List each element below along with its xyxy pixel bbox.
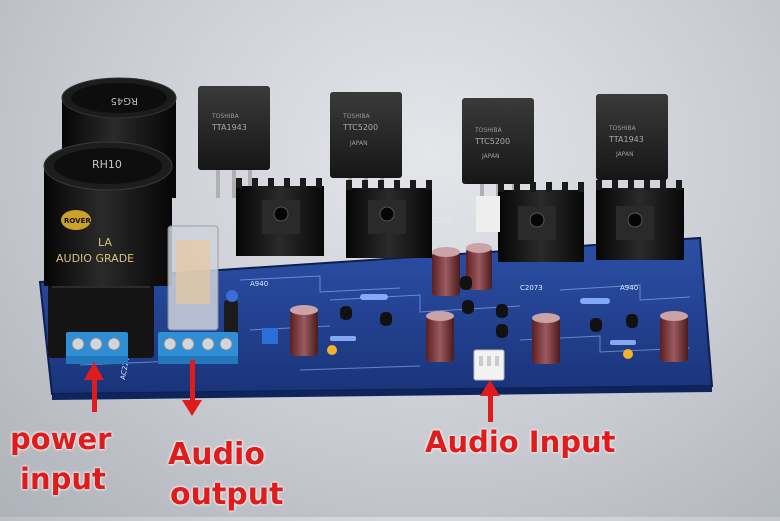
heatsink-2	[346, 180, 432, 258]
transistor-3-part: TTC5200	[474, 137, 510, 146]
power-input-terminal	[66, 332, 128, 364]
silkscreen-c2073: C2073	[520, 284, 543, 292]
small-components	[226, 276, 638, 359]
cap-brand-rover: ROVER	[64, 217, 91, 225]
transistor-1-part: TTA1943	[211, 123, 247, 132]
transistor-3-origin: JAPAN	[481, 153, 500, 160]
transistor-4-origin: JAPAN	[615, 151, 634, 158]
audio-input-label: Audio Input	[425, 425, 616, 459]
cap-marking-rg45: RG45	[111, 95, 138, 106]
brand-logo-badge	[61, 210, 91, 230]
silkscreen-c5200: C5200	[430, 216, 453, 224]
transistor-2-part: TTC5200	[342, 123, 378, 132]
power-input-arrow	[84, 362, 104, 412]
audio-output-label-line2: output	[170, 477, 284, 512]
audio-output-arrow	[182, 360, 202, 416]
transistor-2-brand: TOSHIBA	[342, 113, 371, 120]
power-input-label-line1: power	[10, 422, 112, 456]
transistor-2-origin: JAPAN	[349, 140, 368, 147]
cap-marking-rh10: RH10	[92, 158, 122, 171]
white-resistor-block	[476, 196, 500, 232]
heatsink-3	[498, 182, 584, 262]
transistor-3-brand: TOSHIBA	[474, 127, 503, 134]
audio-output-label-line1: Audio	[168, 437, 265, 472]
heatsink-4	[596, 180, 684, 260]
silkscreen-a940-left: A940	[250, 280, 268, 288]
power-input-label-line2: input	[20, 462, 106, 496]
audio-input-arrow	[480, 380, 500, 422]
cap-text-la: LA	[98, 236, 112, 249]
transistor-1-brand: TOSHIBA	[211, 113, 240, 120]
silkscreen-ac22v: AC22V	[119, 356, 131, 380]
protection-relay	[167, 225, 219, 331]
filter-capacitor-front: RH10 ROVER LA AUDIO GRADE	[43, 141, 173, 286]
transistor-4-brand: TOSHIBA	[608, 125, 637, 132]
audio-output-terminal	[158, 332, 238, 364]
power-transistor-1: TOSHIBA TTA1943	[198, 86, 270, 198]
transistor-4-part: TTA1943	[608, 135, 644, 144]
silkscreen-a940-right: A940	[620, 284, 638, 292]
cap-text-audio-grade: AUDIO GRADE	[56, 252, 134, 265]
electrolytic-capacitors	[224, 243, 688, 364]
heatsink-1	[236, 178, 324, 256]
audio-input-connector	[473, 349, 505, 381]
